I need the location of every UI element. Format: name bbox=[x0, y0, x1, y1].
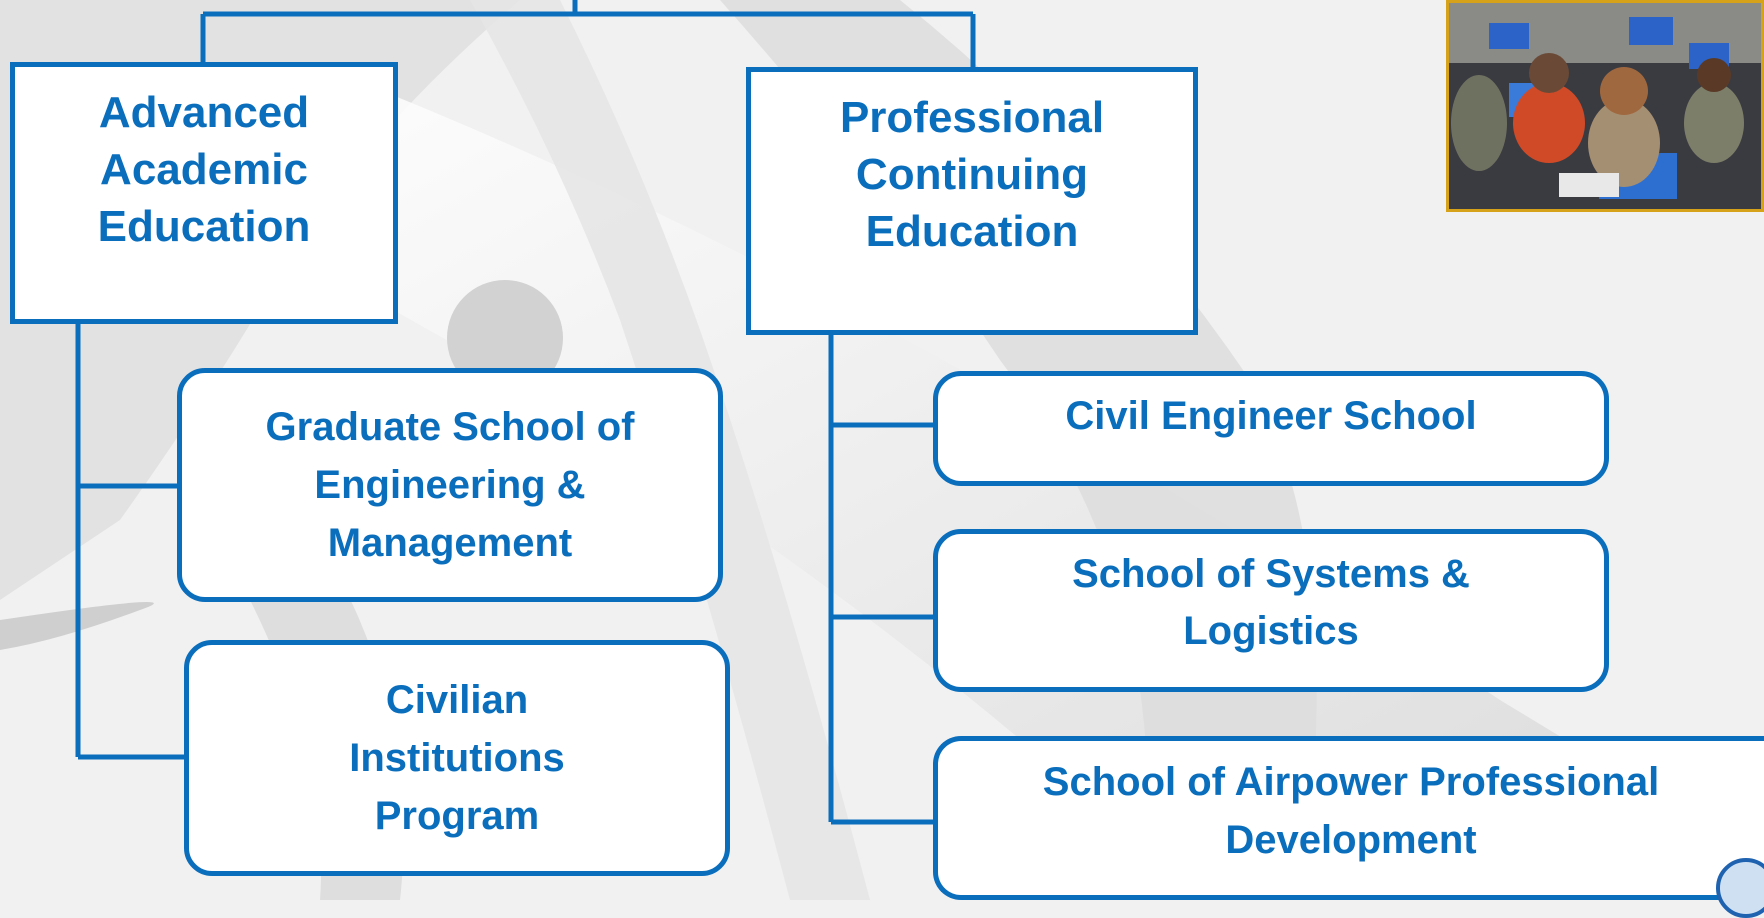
node-label: Civil Engineer School bbox=[1065, 394, 1477, 438]
node-label: School of Airpower Professional Developm… bbox=[1042, 760, 1660, 862]
node-advanced-academic-education: Advanced Academic Education bbox=[10, 62, 398, 324]
node-label: Professional Continuing Education bbox=[839, 93, 1105, 256]
classroom-photo bbox=[1446, 0, 1764, 212]
node-civilian-institutions: Civilian Institutions Program bbox=[184, 640, 730, 876]
emblem-icon bbox=[1716, 858, 1764, 918]
node-label: Civilian Institutions Program bbox=[349, 678, 565, 838]
node-school-airpower: School of Airpower Professional Developm… bbox=[933, 736, 1764, 900]
node-label: Graduate School of Engineering & Managem… bbox=[265, 405, 635, 565]
node-label: School of Systems & Logistics bbox=[1072, 552, 1470, 653]
node-professional-continuing-education: Professional Continuing Education bbox=[746, 67, 1198, 335]
node-civil-engineer-school: Civil Engineer School bbox=[933, 371, 1609, 486]
node-label: Advanced Academic Education bbox=[97, 88, 311, 251]
node-graduate-school: Graduate School of Engineering & Managem… bbox=[177, 368, 723, 602]
node-school-systems-logistics: School of Systems & Logistics bbox=[933, 529, 1609, 692]
